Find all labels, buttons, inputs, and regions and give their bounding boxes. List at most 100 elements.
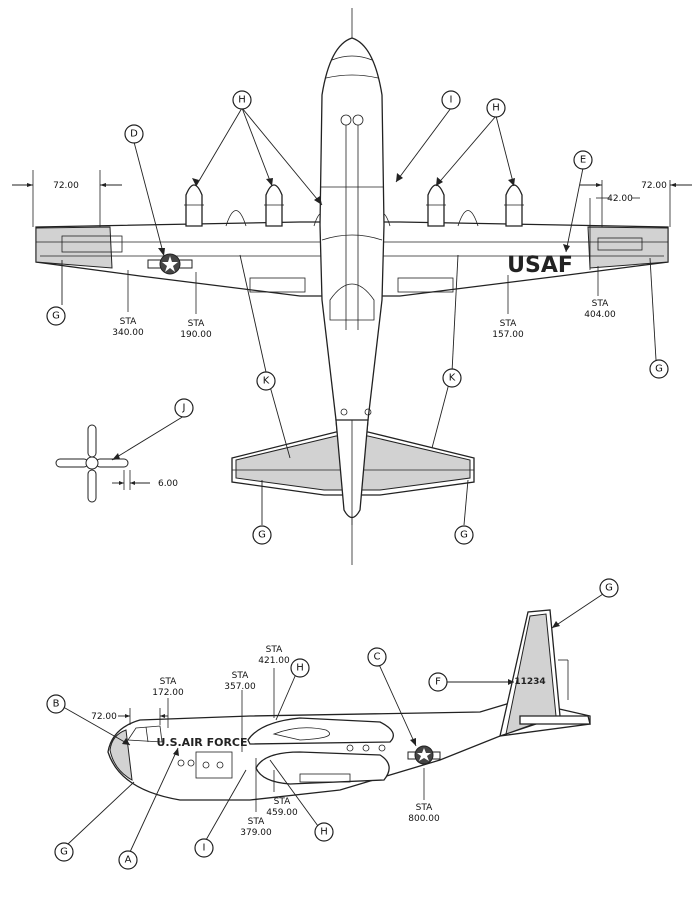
sta-421: 421.00 xyxy=(258,656,290,666)
svg-text:G: G xyxy=(605,583,613,594)
dim-nose: 72.00 xyxy=(91,712,117,722)
right-flap xyxy=(397,277,454,293)
svg-text:I: I xyxy=(203,843,206,854)
gear-pod xyxy=(329,283,375,321)
svg-text:G: G xyxy=(460,530,468,541)
svg-text:E: E xyxy=(580,155,586,166)
left-flap xyxy=(249,277,306,293)
sta-190: 190.00 xyxy=(180,330,212,340)
engine-nacelles xyxy=(184,184,524,227)
svg-text:A: A xyxy=(125,855,132,866)
svg-text:G: G xyxy=(60,847,68,858)
national-insignia-top xyxy=(147,253,193,275)
sta-157: 157.00 xyxy=(492,330,524,340)
svg-text:STA: STA xyxy=(188,319,206,329)
engine-nacelle-4 xyxy=(505,184,523,227)
svg-text:J: J xyxy=(182,403,186,414)
plan-view: USAF xyxy=(12,8,692,565)
dimension-lines-top xyxy=(12,170,692,270)
engine-nacelle-3 xyxy=(427,184,445,227)
dim-prop-blade: 6.00 xyxy=(158,479,178,489)
wing-tip-marking-box-right xyxy=(597,237,643,251)
svg-text:I: I xyxy=(450,95,453,106)
us-air-force-marking: U.S.AIR FORCE xyxy=(156,736,247,749)
station-labels: STA 340.00 STA 190.00 STA 157.00 STA 404… xyxy=(112,299,616,838)
crew-door xyxy=(195,751,233,779)
national-insignia-side xyxy=(407,745,441,765)
dimension-labels: 72.00 72.00 42.00 72.00 6.00 xyxy=(53,181,667,722)
callout-g-nose: G xyxy=(54,842,74,862)
callout-k-left: K xyxy=(256,371,276,391)
callout-j: J xyxy=(174,398,194,418)
svg-text:F: F xyxy=(435,677,441,688)
svg-text:G: G xyxy=(655,364,663,375)
svg-text:STA: STA xyxy=(500,319,518,329)
wing-tip-marking-box xyxy=(61,235,123,253)
sta-800: 800.00 xyxy=(408,814,440,824)
callout-g-stab-left: G xyxy=(252,525,272,545)
callout-h-top-right: H xyxy=(486,98,506,118)
cockpit-line xyxy=(331,55,373,61)
propeller-detail xyxy=(55,424,150,503)
callout-g-tail: G xyxy=(599,578,619,598)
callout-markers: H I H D E G G K xyxy=(46,90,669,870)
wing-nacelle-upper xyxy=(247,717,394,745)
dim-right-wingtip: 72.00 xyxy=(641,181,667,191)
horizontal-tail-side xyxy=(519,715,591,725)
callout-a: A xyxy=(118,850,138,870)
dim-left-wingtip: 72.00 xyxy=(53,181,79,191)
svg-text:K: K xyxy=(263,376,270,387)
usaf-wing-marking: USAF xyxy=(507,253,573,278)
callout-e: E xyxy=(573,150,593,170)
callout-g-right-wing: G xyxy=(649,359,669,379)
sta-404: 404.00 xyxy=(584,310,616,320)
engine-nacelle-2 xyxy=(265,184,283,227)
svg-text:STA: STA xyxy=(120,317,138,327)
svg-text:G: G xyxy=(258,530,266,541)
callout-leaders-side xyxy=(57,591,607,853)
svg-text:STA: STA xyxy=(232,671,250,681)
svg-text:H: H xyxy=(492,103,500,114)
left-wingtip-shading xyxy=(35,226,113,269)
svg-text:STA: STA xyxy=(266,645,284,655)
wing-nacelle-lower xyxy=(255,751,390,785)
callout-h-top-left: H xyxy=(232,90,252,110)
callout-h-side-upper: H xyxy=(290,658,310,678)
sta-340: 340.00 xyxy=(112,328,144,338)
cockpit-window xyxy=(127,725,163,743)
callout-h-side-lower: H xyxy=(314,822,334,842)
callout-d: D xyxy=(124,124,144,144)
svg-text:STA: STA xyxy=(592,299,610,309)
callout-b: B xyxy=(46,694,66,714)
callout-g-left-wing: G xyxy=(46,306,66,326)
svg-text:C: C xyxy=(374,652,381,663)
sta-357: 357.00 xyxy=(224,682,256,692)
svg-text:H: H xyxy=(320,827,328,838)
svg-text:STA: STA xyxy=(160,677,178,687)
tail-serial-number: 11234 xyxy=(514,677,545,687)
svg-text:K: K xyxy=(449,373,456,384)
callout-k-right: K xyxy=(442,368,462,388)
svg-text:STA: STA xyxy=(248,817,266,827)
callout-leaders-top xyxy=(61,107,657,526)
dim-usaf-offset: 42.00 xyxy=(607,194,633,204)
svg-text:H: H xyxy=(296,663,304,674)
svg-text:D: D xyxy=(130,129,138,140)
svg-text:H: H xyxy=(238,95,246,106)
sta-172: 172.00 xyxy=(152,688,184,698)
right-wingtip-shading xyxy=(587,226,669,269)
svg-text:B: B xyxy=(53,699,60,710)
callout-f: F xyxy=(428,672,448,692)
callout-i-side: I xyxy=(194,838,214,858)
side-view: U.S.AIR FORCE 11234 xyxy=(57,591,607,853)
callout-i-top: I xyxy=(441,90,461,110)
svg-text:G: G xyxy=(52,311,60,322)
svg-text:STA: STA xyxy=(274,797,292,807)
engine-nacelle-1 xyxy=(185,184,203,227)
callout-g-stab-right: G xyxy=(454,525,474,545)
sta-379: 379.00 xyxy=(240,828,272,838)
callout-c: C xyxy=(367,647,387,667)
sta-459: 459.00 xyxy=(266,808,298,818)
